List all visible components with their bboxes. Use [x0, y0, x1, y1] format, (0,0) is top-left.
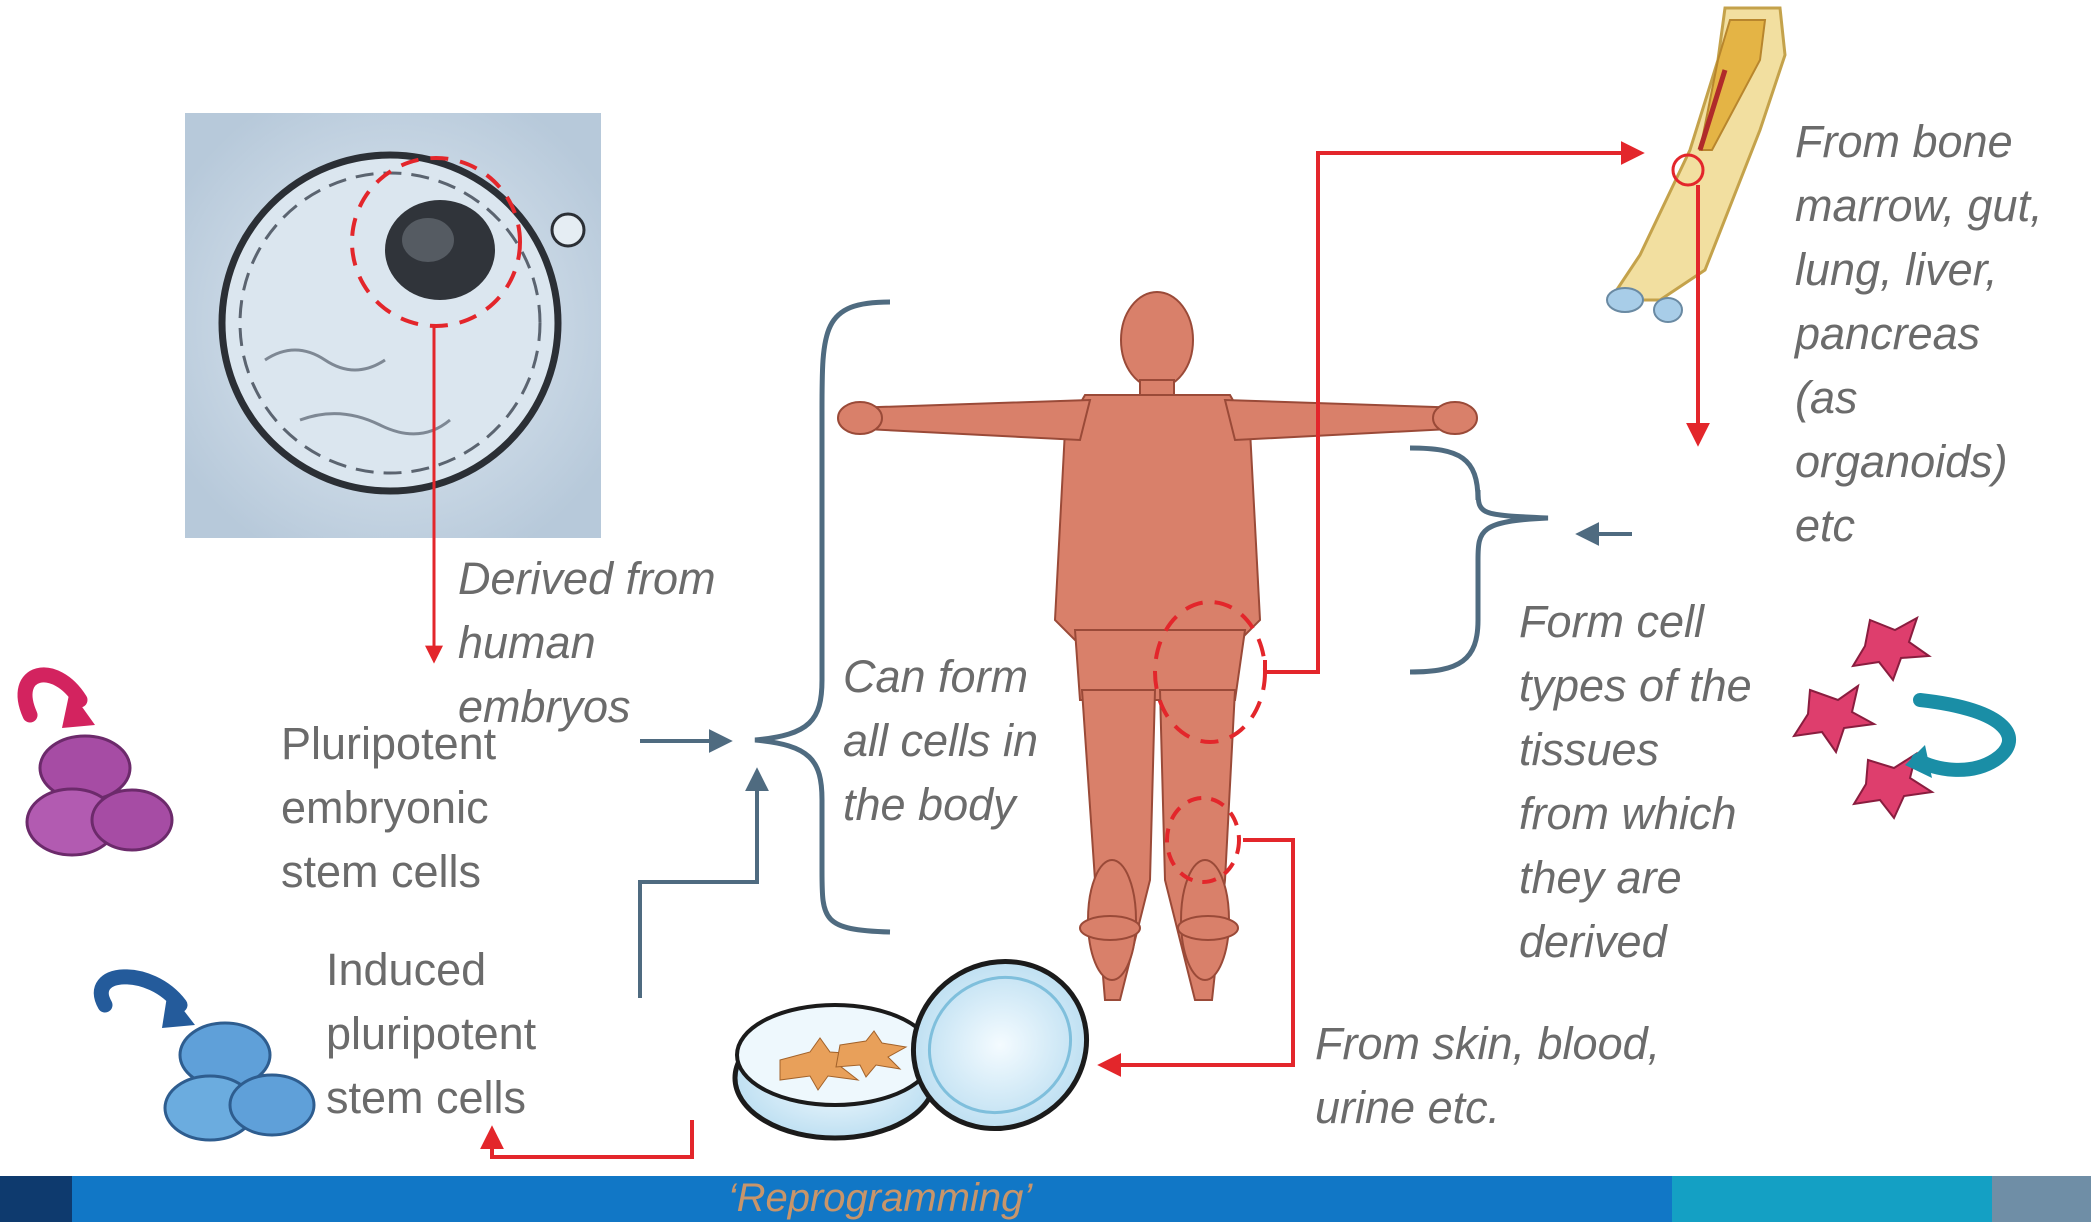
- pluripotent-esc-label: Pluripotent embryonic stem cells: [281, 712, 496, 904]
- pink-cells-icon: [25, 675, 172, 855]
- can-form-all-cells-label: Can form all cells in the body: [843, 645, 1038, 837]
- embryo-image: [185, 113, 601, 538]
- footer-grey-segment: [1992, 1176, 2091, 1222]
- arrow-ipsc-to-brace: [640, 772, 757, 998]
- reprogramming-label: ‘Reprogramming’: [690, 1172, 1070, 1224]
- from-skin-blood-label: From skin, blood, urine etc.: [1315, 1012, 1660, 1140]
- left-brace: [755, 302, 890, 932]
- form-cell-types-label: Form cell types of the tissues from whic…: [1519, 590, 1752, 974]
- stellate-cells-icon: [1794, 618, 2009, 818]
- from-bone-marrow-label: From bone marrow, gut, lung, liver, panc…: [1795, 110, 2043, 558]
- petri-dish-image: [735, 930, 1117, 1160]
- blue-cells-icon: [101, 977, 314, 1140]
- footer-dark-segment: [0, 1176, 72, 1222]
- derived-from-embryos-label: Derived from human embryos: [458, 547, 716, 739]
- footer-teal-segment: [1672, 1176, 1992, 1222]
- induced-psc-label: Induced pluripotent stem cells: [326, 938, 536, 1130]
